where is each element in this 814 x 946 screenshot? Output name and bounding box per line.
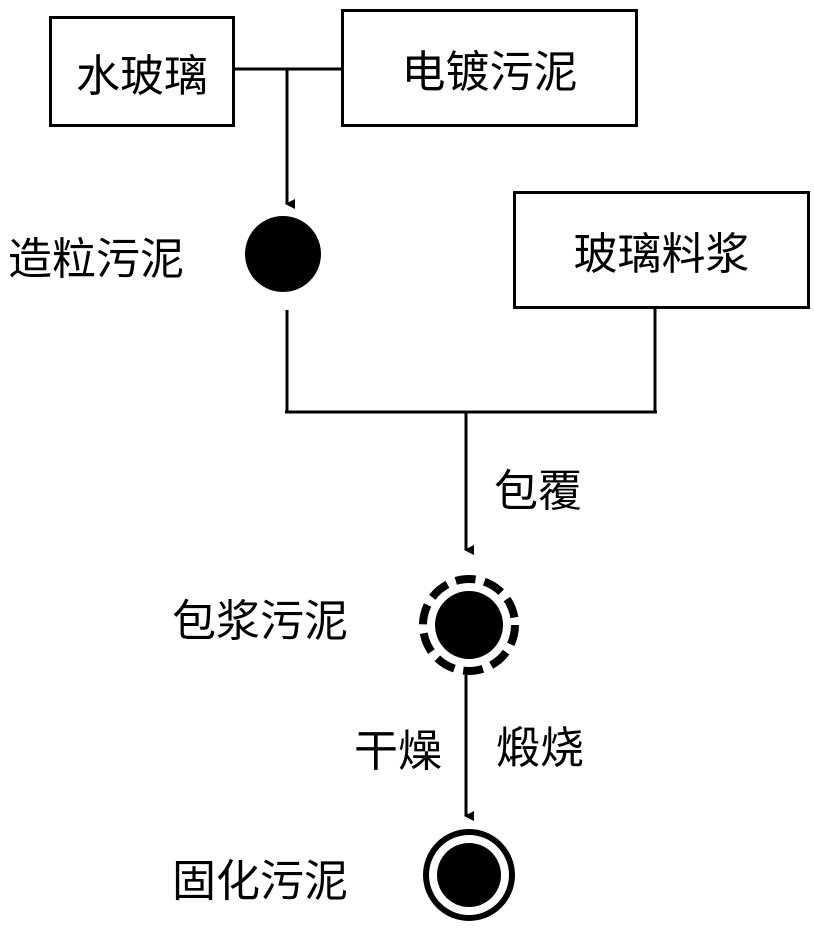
water-glass-box: 水玻璃 [49, 16, 235, 127]
calcining-step-label: 煅烧 [496, 723, 584, 774]
electroplating-sludge-box: 电镀污泥 [341, 9, 638, 127]
granulated-sludge-label: 造粒污泥 [8, 234, 184, 285]
coated-sludge-label: 包浆污泥 [172, 596, 348, 647]
coated-sludge-ring [419, 575, 519, 675]
glass-slurry-label: 玻璃料浆 [573, 229, 750, 280]
water-glass-label: 水玻璃 [76, 50, 208, 102]
electroplating-sludge-label: 电镀污泥 [401, 47, 578, 98]
coated-sludge-core [435, 591, 503, 659]
granulated-sludge-node [245, 216, 321, 292]
drying-step-label: 干燥 [354, 726, 442, 777]
solidified-sludge-label: 固化污泥 [172, 856, 348, 907]
solidified-sludge-core [437, 843, 501, 907]
coating-step-label: 包覆 [494, 466, 582, 517]
glass-slurry-box: 玻璃料浆 [513, 191, 810, 309]
solidified-sludge-outer-ring [423, 829, 515, 921]
